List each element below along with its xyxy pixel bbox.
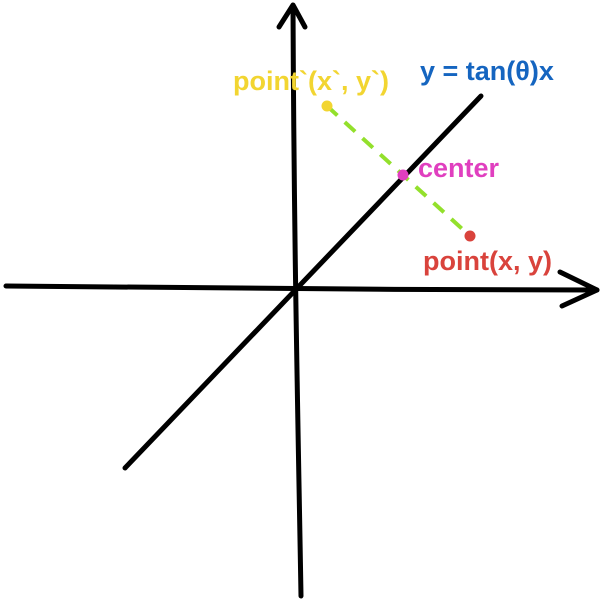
original-point-marker: [464, 230, 476, 242]
reflection-connector: [325, 104, 472, 238]
center-point-marker: [397, 169, 409, 181]
reflection-line: [122, 93, 484, 471]
x-axis-arrowhead: [557, 269, 600, 309]
y-axis-arrowhead: [276, 2, 308, 30]
x-axis: [3, 283, 600, 293]
reflected-point-marker: [321, 100, 333, 112]
line-equation-label: y = tan(θ)x: [420, 56, 554, 86]
y-axis: [290, 3, 304, 599]
original-point-label: point(x, y): [423, 246, 552, 276]
center-label: center: [418, 153, 500, 183]
reflected-point-label: point`(x`, y`): [233, 66, 389, 96]
